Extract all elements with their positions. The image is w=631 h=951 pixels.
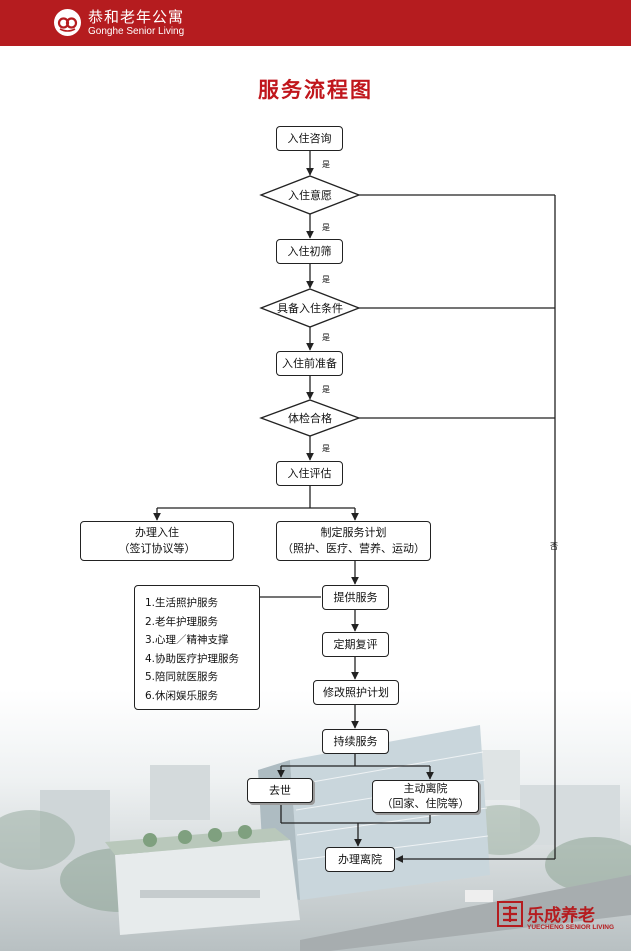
yuecheng-logo-icon [497, 900, 523, 932]
node-checkin-line1: 办理入住 [135, 526, 179, 540]
node-conditions: 具备入住条件 [277, 302, 343, 315]
node-leave-line1: 主动离院 [403, 782, 448, 796]
node-plan-line1: 制定服务计划 [320, 526, 387, 540]
yes-label: 是 [322, 160, 330, 169]
service-item: 6.休闲娱乐服务 [145, 689, 219, 702]
node-provide: 提供服务 [322, 585, 389, 610]
node-checkin: 办理入住 （签订协议等） [80, 521, 234, 561]
header-bar: 恭和老年公寓 Gonghe Senior Living [0, 0, 631, 46]
service-item: 1.生活照护服务 [145, 597, 219, 609]
node-plan-line2: （照护、医疗、营养、运动） [282, 542, 425, 555]
no-label: 否 [550, 542, 558, 551]
node-assess: 入住评估 [276, 461, 343, 486]
logo-text-cn: 恭和老年公寓 [88, 8, 185, 26]
node-exam: 体检合格 [288, 412, 332, 425]
node-discharge: 办理离院 [325, 847, 395, 872]
node-checkin-line2: （签订协议等） [118, 542, 196, 555]
service-item: 2.老年护理服务 [145, 615, 219, 628]
node-leave-line2: （回家、住院等） [381, 796, 470, 810]
brand-name-en: YUECHENG SENIOR LIVING [527, 924, 615, 931]
service-item: 3.心理／精神支撑 [145, 634, 229, 646]
node-consult: 入住咨询 [276, 126, 343, 151]
node-modify: 修改照护计划 [313, 680, 399, 705]
services-list: 1.生活照护服务 2.老年护理服务 3.心理／精神支撑 4.协助医疗护理服务 5… [134, 585, 260, 710]
gonghe-logo-icon [54, 9, 81, 36]
yes-label: 是 [322, 385, 330, 394]
node-intent: 入住意愿 [288, 189, 332, 202]
node-continue: 持续服务 [322, 729, 389, 754]
node-leave: 主动离院 （回家、住院等） [372, 780, 479, 813]
service-item: 5.陪同就医服务 [145, 671, 219, 683]
brand-name-cn: 乐成养老 [527, 906, 595, 926]
yes-label: 是 [322, 444, 330, 453]
node-prep: 入住前准备 [276, 351, 343, 376]
page-title: 服务流程图 [258, 78, 373, 102]
service-item: 4.协助医疗护理服务 [145, 652, 240, 665]
yes-label: 是 [322, 223, 330, 232]
node-screen: 入住初筛 [276, 239, 343, 264]
yes-label: 是 [322, 275, 330, 284]
logo-text-en: Gonghe Senior Living [88, 26, 185, 37]
yes-label: 是 [322, 333, 330, 342]
node-death: 去世 [247, 778, 313, 803]
node-review: 定期复评 [322, 632, 389, 657]
node-plan: 制定服务计划 （照护、医疗、营养、运动） [276, 521, 431, 561]
